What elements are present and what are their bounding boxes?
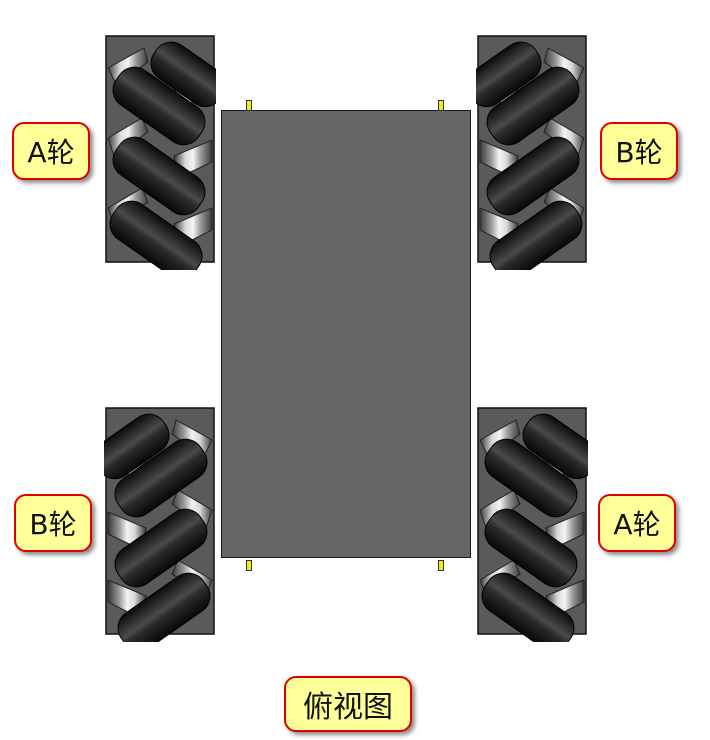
robot-chassis — [221, 110, 471, 558]
wheel-rear-right — [476, 400, 588, 642]
wheel-label-front-left: A轮 — [12, 122, 90, 180]
wheel-front-right — [476, 28, 588, 270]
mecanum-wheel-icon — [476, 28, 588, 270]
mount-pin — [246, 560, 252, 571]
mount-pin — [438, 560, 444, 571]
mecanum-wheel-icon — [104, 34, 216, 270]
wheel-label-front-right: B轮 — [600, 122, 678, 180]
mount-pin — [438, 100, 444, 111]
wheel-label-rear-right: A轮 — [598, 494, 676, 552]
mecanum-wheel-icon — [104, 400, 216, 642]
wheel-front-left — [104, 28, 216, 270]
mount-pin — [246, 100, 252, 111]
wheel-label-rear-left: B轮 — [14, 494, 92, 552]
view-title-label: 俯视图 — [284, 676, 412, 732]
wheel-rear-left — [104, 400, 216, 642]
mecanum-wheel-icon — [476, 406, 588, 642]
